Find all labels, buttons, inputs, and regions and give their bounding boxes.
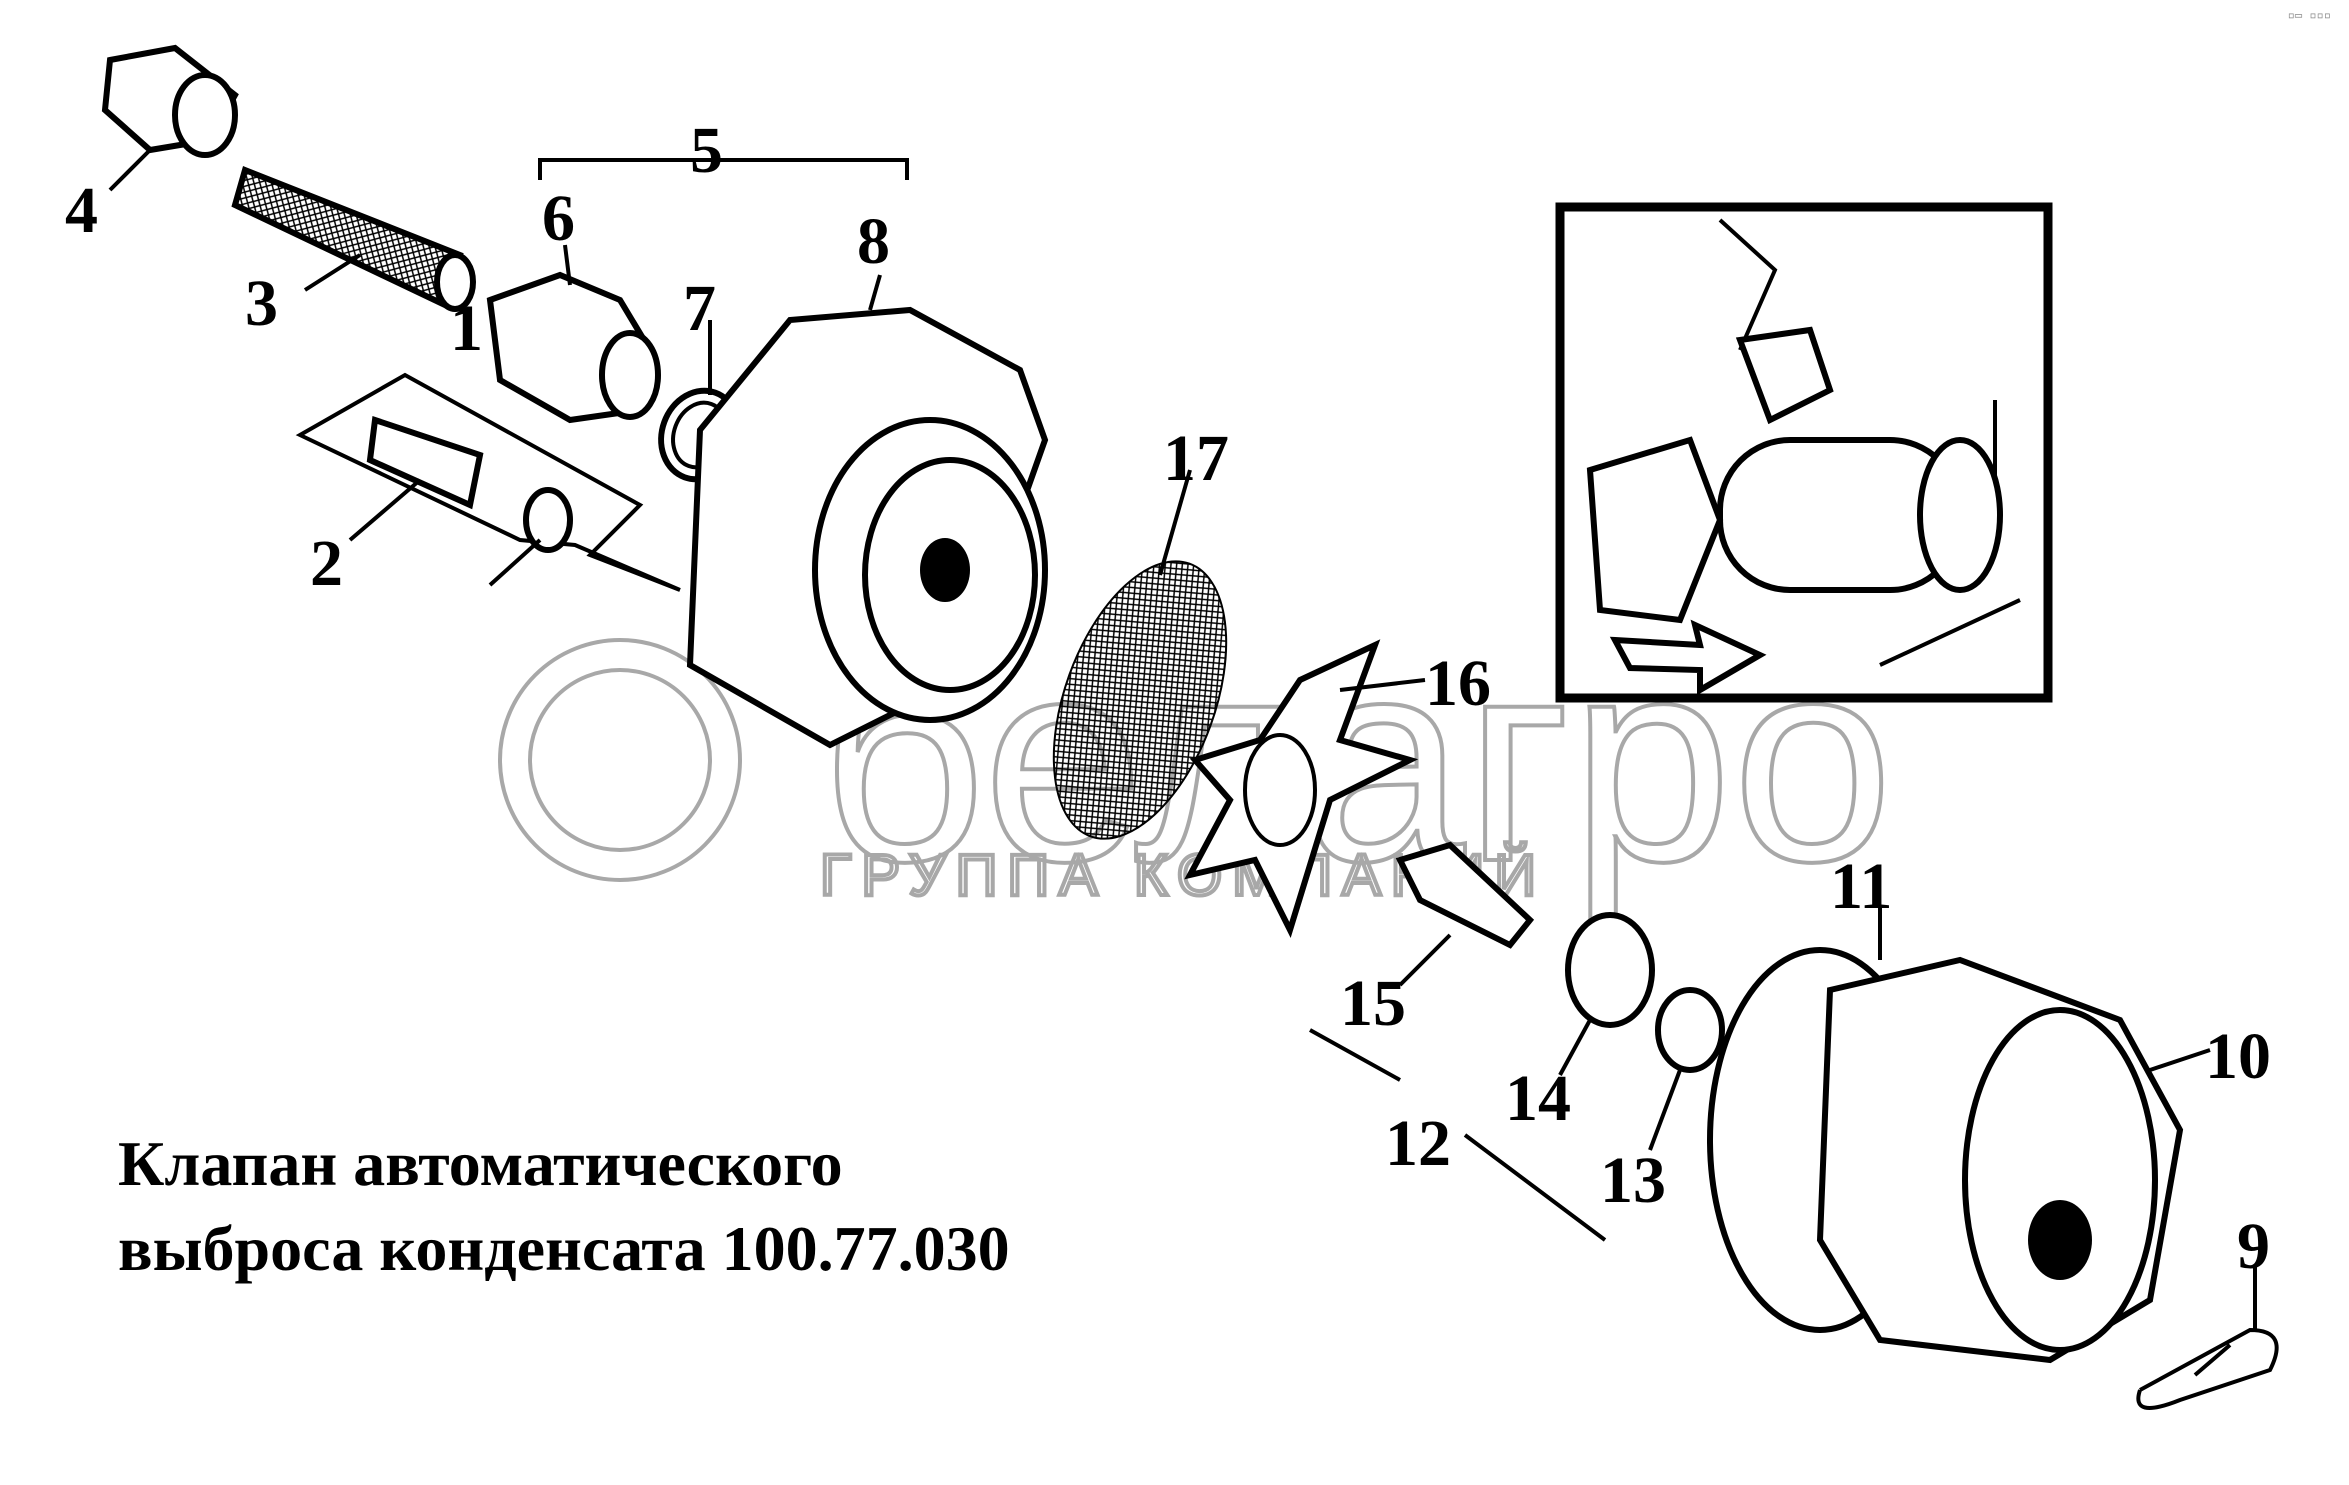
callout-12: 12 (1385, 1107, 1451, 1180)
part-13-nut (1655, 987, 1725, 1073)
part-17-mesh-disc (1052, 560, 1228, 840)
callout-6: 6 (542, 182, 575, 255)
callout-16: 16 (1425, 647, 1491, 720)
callout-7: 7 (683, 272, 716, 345)
callout-1: 1 (450, 292, 483, 365)
callout-2: 2 (310, 527, 343, 600)
part-14-bushing (1565, 912, 1655, 1028)
part-1-2-group (295, 372, 681, 592)
installation-inset (1555, 202, 2053, 703)
callout-14: 14 (1505, 1062, 1571, 1135)
callout-17: 17 (1163, 422, 1229, 495)
leader-lines (108, 148, 2257, 1330)
part-3-filter (231, 165, 476, 312)
callout-4: 4 (65, 174, 98, 247)
part-9-clip (2136, 1327, 2279, 1410)
callout-11: 11 (1830, 850, 1892, 923)
diagram-title-line-2: выброса конденсата 100.77.030 (118, 1213, 1010, 1284)
bracket-5 (538, 158, 909, 180)
part-10-11-cover (1707, 947, 2184, 1364)
callout-8: 8 (857, 205, 890, 278)
part-6-fitting (486, 271, 661, 424)
part-15-stem (1395, 841, 1535, 949)
callout-5: 5 (690, 114, 723, 187)
part-4-cap (101, 44, 239, 158)
callout-15: 15 (1340, 967, 1406, 1040)
callout-9: 9 (2237, 1210, 2270, 1283)
callout-10: 10 (2205, 1020, 2271, 1093)
callout-13: 13 (1600, 1144, 1666, 1217)
corner-marks: ▫▭ ▫▫▫ (2287, 8, 2331, 22)
part-16-star-washer (1184, 639, 1419, 939)
diagram-title-line-1: Клапан автоматического (118, 1128, 843, 1199)
part-8-housing (686, 306, 1049, 749)
callout-3: 3 (245, 267, 278, 340)
callout-labels: 1 2 3 4 5 6 7 8 9 10 11 12 13 14 15 16 1… (65, 114, 2271, 1283)
